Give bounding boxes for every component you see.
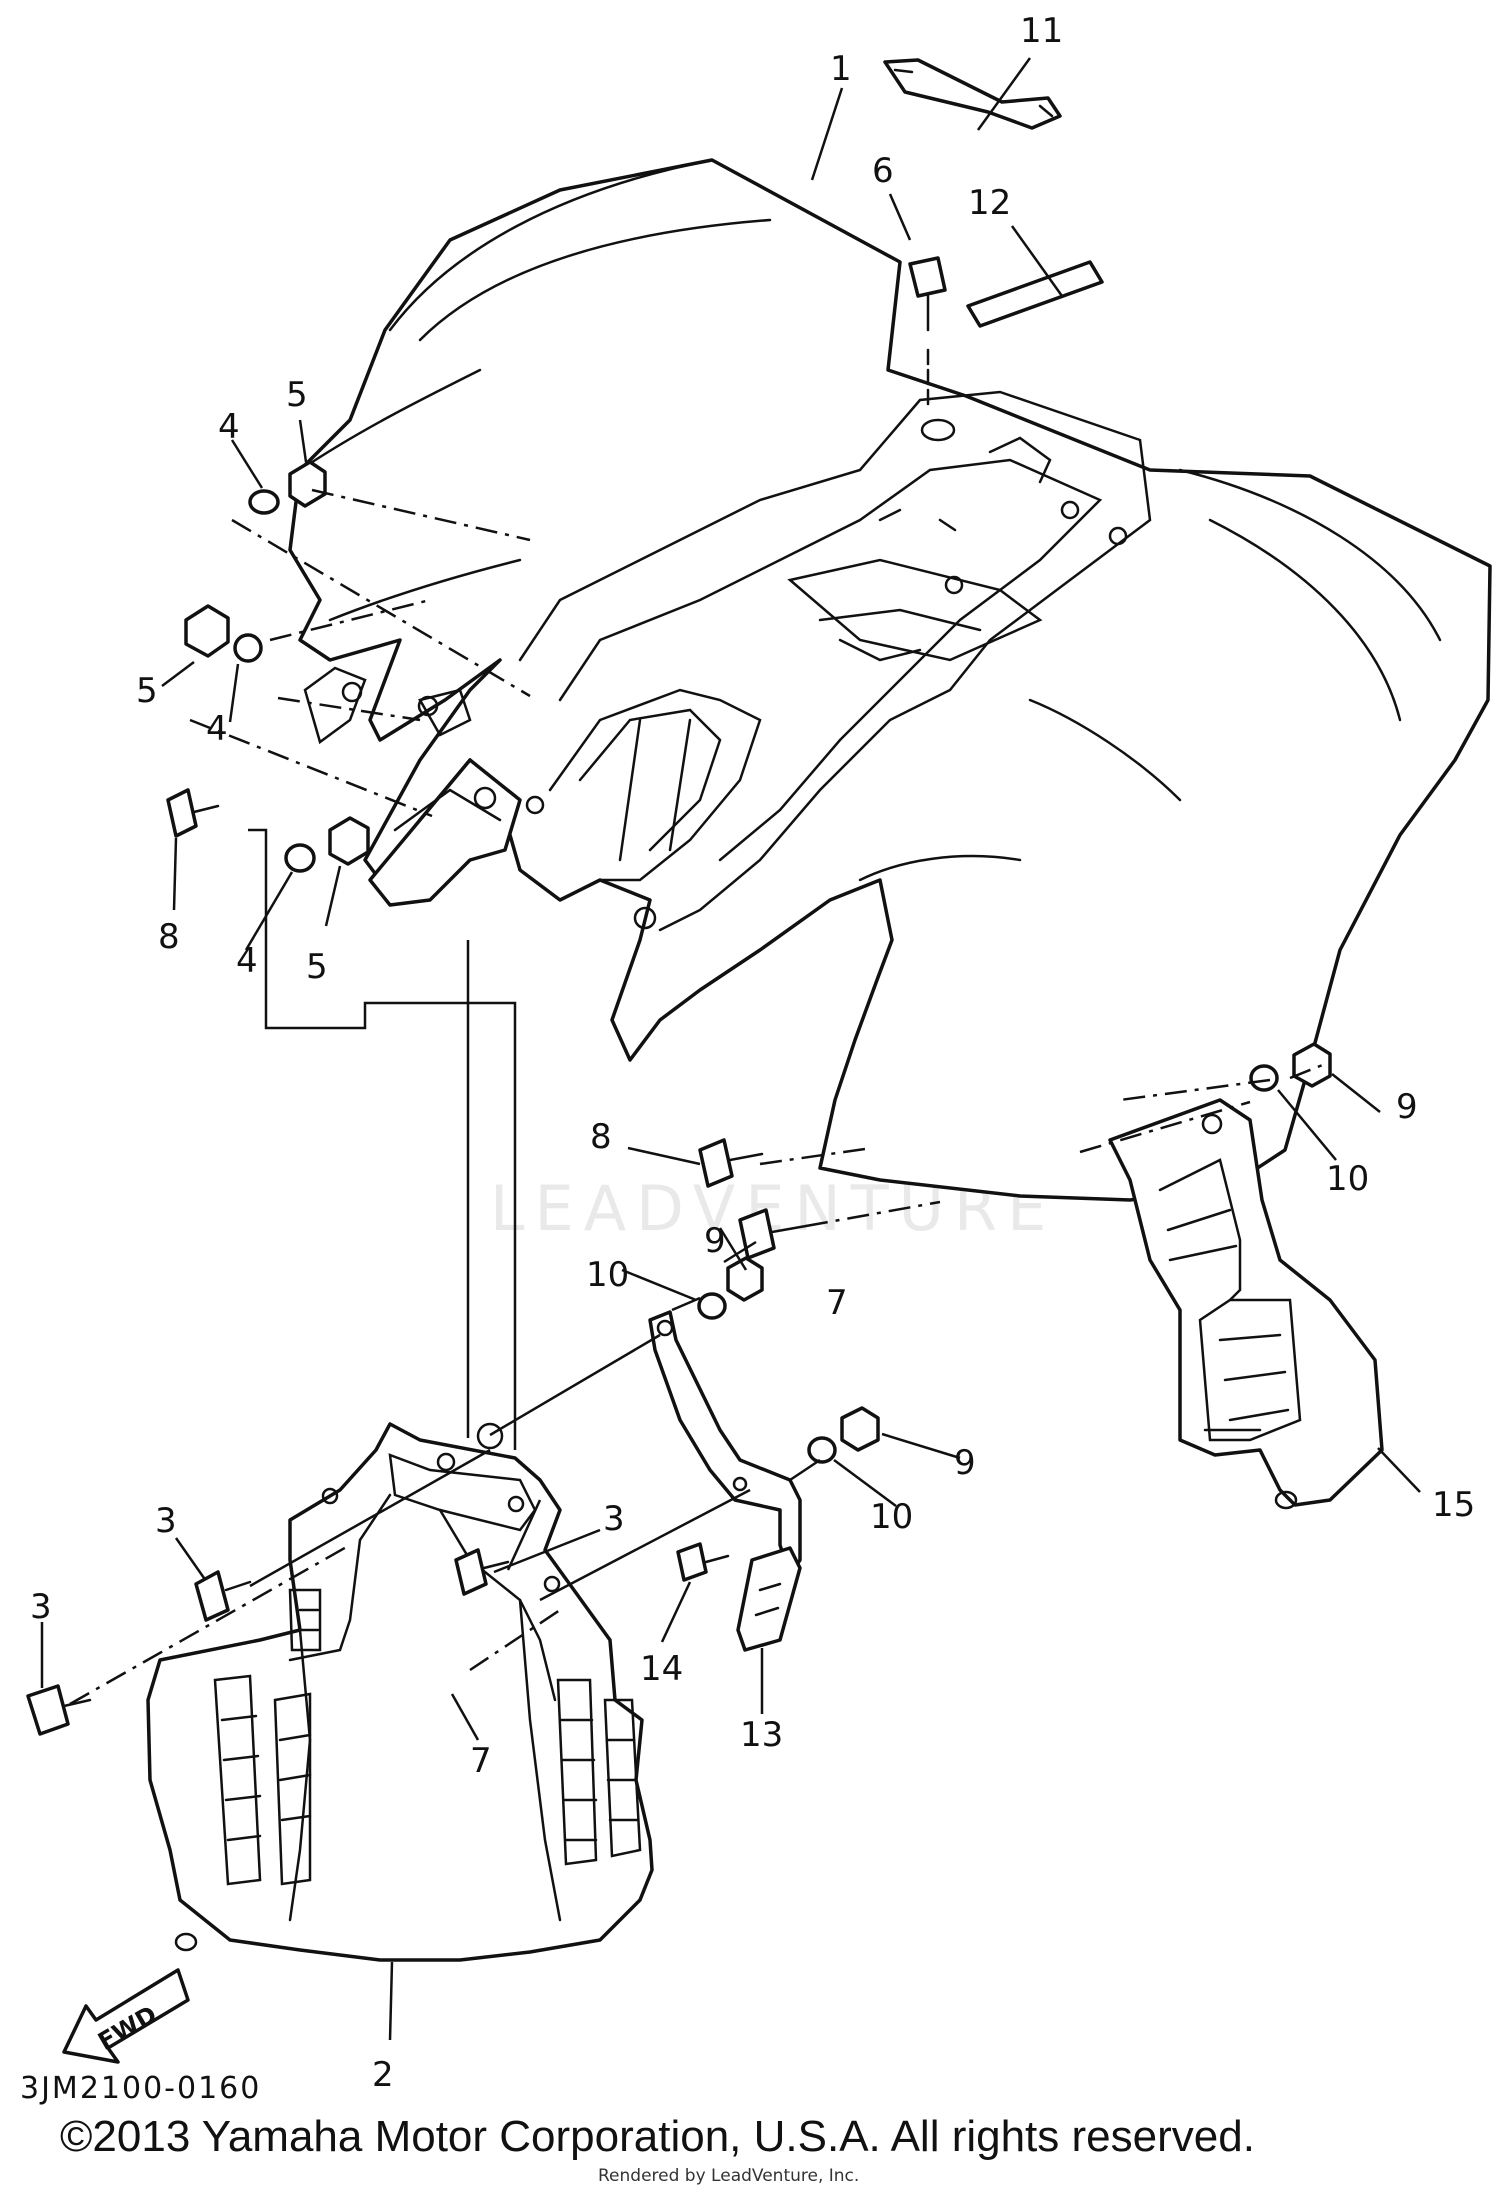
callout-3c: 3 bbox=[30, 1587, 52, 1627]
rear-flap-part-2 bbox=[146, 1422, 654, 1962]
callout-9a: 9 bbox=[1396, 1087, 1418, 1127]
callout-6: 6 bbox=[872, 151, 894, 191]
bolt-part-14 bbox=[676, 1542, 730, 1582]
callout-4b: 4 bbox=[206, 709, 228, 749]
callout-12: 12 bbox=[968, 183, 1011, 223]
callout-5b: 5 bbox=[136, 671, 158, 711]
callout-8b: 8 bbox=[590, 1117, 612, 1157]
callout-3b: 3 bbox=[603, 1499, 625, 1539]
fwd-arrow: FWD bbox=[62, 1968, 190, 2064]
callout-9b: 9 bbox=[704, 1221, 726, 1261]
callout-10a: 10 bbox=[1326, 1159, 1369, 1199]
mud-flap-part-15 bbox=[1108, 1098, 1384, 1510]
decal-part bbox=[966, 260, 1104, 328]
bolts-part-3 bbox=[26, 1548, 510, 1736]
callout-9c: 9 bbox=[954, 1443, 976, 1483]
callout-10c: 10 bbox=[870, 1497, 913, 1537]
callout-13: 13 bbox=[740, 1715, 783, 1755]
right-hardware bbox=[697, 1042, 1332, 1464]
callout-2: 2 bbox=[372, 2055, 394, 2095]
callout-15: 15 bbox=[1432, 1485, 1475, 1525]
callout-1: 1 bbox=[830, 49, 852, 89]
callout-11: 11 bbox=[1020, 11, 1063, 51]
callout-leaders bbox=[40, 57, 1421, 2041]
bracket-part-13 bbox=[648, 1310, 802, 1652]
callout-4a: 4 bbox=[218, 407, 240, 447]
callout-10b: 10 bbox=[586, 1255, 629, 1295]
callout-3a: 3 bbox=[155, 1501, 177, 1541]
callout-5c: 5 bbox=[306, 947, 328, 987]
callouts: 1 2 3 3 3 4 4 4 5 5 5 6 7 7 8 8 9 9 9 10… bbox=[30, 11, 1475, 2095]
callout-4c: 4 bbox=[236, 941, 258, 981]
strap-part bbox=[883, 58, 1062, 130]
callout-14: 14 bbox=[640, 1649, 683, 1689]
diagram-code: 3JM2100-0160 bbox=[20, 2071, 262, 2106]
callout-5a: 5 bbox=[286, 375, 308, 415]
callout-8a: 8 bbox=[158, 917, 180, 957]
rendered-by-text: Rendered by LeadVenture, Inc. bbox=[598, 2166, 860, 2186]
assembly-lines bbox=[69, 488, 1331, 1706]
bolt-part-6 bbox=[908, 256, 947, 412]
callout-7b: 7 bbox=[470, 1741, 492, 1781]
rear-fender-part bbox=[288, 158, 1492, 1202]
left-hardware bbox=[166, 460, 370, 873]
callout-7a: 7 bbox=[826, 1283, 848, 1323]
copyright-text: ©2013 Yamaha Motor Corporation, U.S.A. A… bbox=[60, 2112, 1255, 2161]
